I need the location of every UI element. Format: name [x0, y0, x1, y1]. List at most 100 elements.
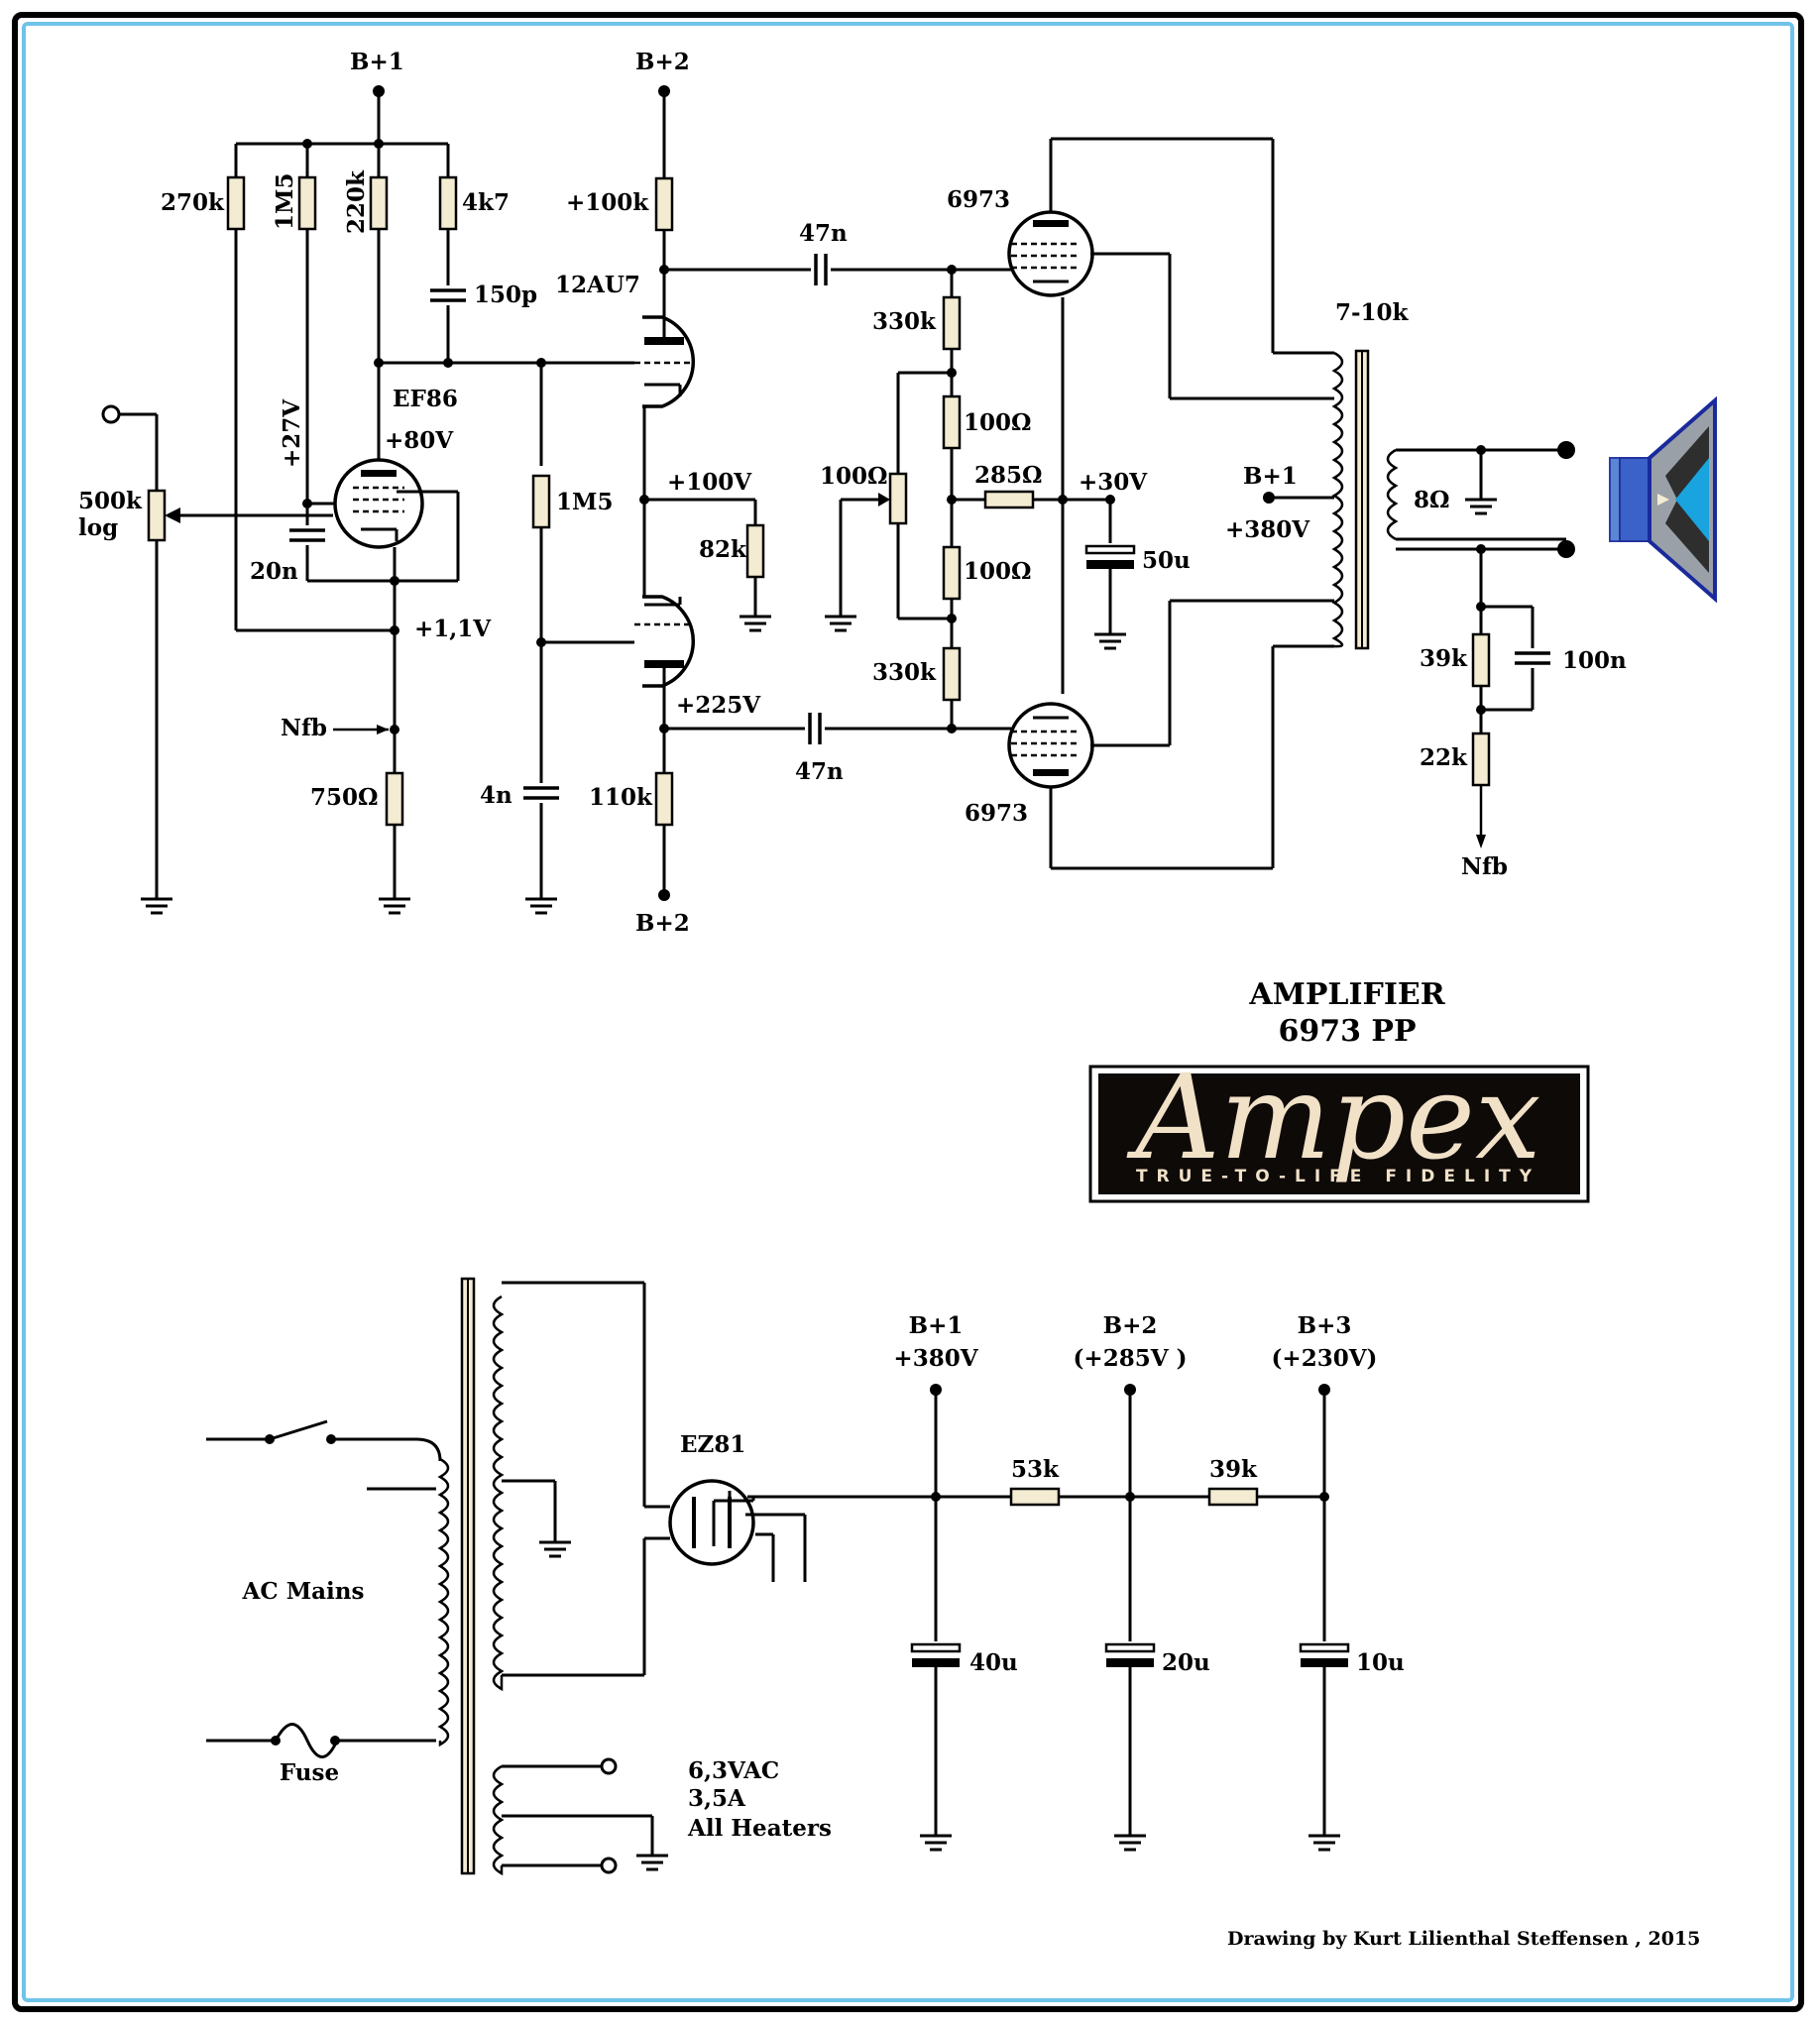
label-100-bottom: 100Ω	[964, 558, 1031, 585]
nfb-in-label: Nfb	[281, 715, 327, 741]
rail-label-b2-bottom: B+2	[635, 910, 690, 937]
ampex-logo: Ampex TRUE-TO-LIFE FIDELITY	[1088, 1049, 1590, 1203]
fuse-label: Fuse	[280, 1759, 339, 1786]
resistor-100-top	[942, 395, 962, 450]
resistor-39k-nfb	[1471, 632, 1491, 688]
rail-label-b2-top: B+2	[635, 49, 690, 75]
pot-label-value: 500k	[78, 488, 143, 514]
inner-frame	[22, 22, 1794, 2002]
resistor-750	[385, 771, 404, 827]
label-39k-nfb: 39k	[1420, 645, 1468, 672]
voltage-225: +225V	[676, 692, 761, 719]
resistor-220k	[369, 175, 389, 231]
tube-6973-top	[1007, 210, 1094, 297]
resistor-100-bottom	[942, 545, 962, 601]
tube-label-ez81: EZ81	[680, 1431, 745, 1458]
label-47n-bottom: 47n	[795, 758, 844, 785]
label-100k: +100k	[566, 189, 649, 216]
resistor-330k-bottom	[942, 646, 962, 702]
power-supply-labels: AC Mains Fuse EZ81 6,3VAC 3,5A All Heate…	[242, 1312, 1701, 1950]
ground-symbol	[377, 885, 412, 915]
rail-name-b1: B+1	[909, 1312, 964, 1339]
mains-label: AC Mains	[242, 1578, 365, 1605]
tube-label-6973-bottom: 6973	[965, 800, 1028, 827]
logo-wordmark: Ampex	[1126, 1049, 1540, 1185]
tube-label-ef86: EF86	[393, 386, 458, 412]
label-150p: 150p	[474, 282, 537, 308]
capacitor-20n	[287, 528, 327, 542]
label-285: 285Ω	[974, 462, 1042, 489]
speaker-icon	[1609, 395, 1717, 604]
resistor-285	[983, 490, 1035, 509]
rail-name-b3: B+3	[1298, 1312, 1352, 1339]
heater-voltage: 6,3VAC	[688, 1757, 779, 1784]
balance-pot-100	[823, 371, 952, 632]
capacitor-47n-bottom	[808, 711, 822, 746]
rail-label-b1-top: B+1	[350, 49, 404, 75]
amplifier-labels: B+1 B+2 B+2 270k 1M5 220k 4k7 150p EF86 …	[78, 49, 1627, 937]
capacitor-20u	[1104, 1642, 1156, 1669]
outer-frame	[12, 12, 1804, 2012]
label-82k: 82k	[699, 536, 747, 563]
output-transformer	[1263, 349, 1399, 650]
title-line-1: AMPLIFIER	[1248, 977, 1445, 1012]
capacitor-150p	[428, 288, 468, 302]
label-20u: 20u	[1162, 1649, 1210, 1676]
label-20n: 20n	[250, 558, 298, 585]
resistor-22k-nfb	[1471, 732, 1491, 787]
resistor-1m5-screen	[297, 175, 317, 231]
label-22k-nfb: 22k	[1420, 744, 1468, 771]
label-1m5-screen: 1M5	[272, 173, 298, 230]
tube-12au7-upper	[634, 315, 695, 408]
label-10u: 10u	[1356, 1649, 1405, 1676]
ot-voltage-label: +380V	[1225, 516, 1310, 543]
label-47n-top: 47n	[799, 220, 848, 247]
pot-label-taper: log	[78, 514, 118, 541]
label-1m5-grid: 1M5	[556, 489, 613, 515]
mains-transformer	[437, 1277, 505, 1876]
voltage-27: +27V	[279, 398, 305, 468]
label-100n: 100n	[1562, 647, 1627, 674]
label-220k: 220k	[343, 169, 370, 234]
resistor-110k	[654, 771, 674, 827]
amplifier-section	[101, 85, 1717, 915]
capacitor-4n	[521, 786, 561, 800]
resistor-270k	[226, 175, 246, 231]
resistor-39k-supply	[1207, 1487, 1259, 1507]
label-110k: 110k	[589, 784, 653, 811]
tube-label-6973-top: 6973	[947, 186, 1010, 213]
capacitor-50u	[1084, 544, 1136, 571]
heater-current: 3,5A	[688, 1785, 746, 1812]
capacitor-47n-top	[814, 252, 828, 287]
resistor-330k-top	[942, 295, 962, 351]
tube-12au7-lower	[634, 595, 695, 688]
capacitor-10u	[1299, 1642, 1350, 1669]
capacitor-100n	[1513, 651, 1552, 665]
label-270k: 270k	[161, 189, 225, 216]
label-40u: 40u	[969, 1649, 1018, 1676]
tube-6973-bottom	[1007, 702, 1094, 789]
resistor-82k	[745, 523, 765, 579]
resistor-53k	[1009, 1487, 1061, 1507]
voltage-30: +30V	[1079, 469, 1148, 496]
title-line-2: 6973 PP	[1278, 1014, 1416, 1049]
label-speaker-impedance: 8Ω	[1414, 487, 1449, 513]
label-4n: 4n	[480, 782, 512, 809]
label-4k7: 4k7	[462, 189, 510, 216]
ot-b1-label: B+1	[1243, 463, 1298, 490]
nfb-out-label: Nfb	[1461, 853, 1508, 880]
drawing-credit: Drawing by Kurt Lilienthal Steffensen , …	[1227, 1928, 1700, 1950]
power-supply-section	[206, 1277, 1350, 1876]
tube-label-12au7: 12AU7	[555, 272, 640, 298]
voltage-80: +80V	[385, 427, 454, 454]
label-100-pot: 100Ω	[820, 463, 887, 490]
label-53k: 53k	[1011, 1456, 1060, 1483]
input-pot-500k	[101, 404, 333, 915]
voltage-1-1: +1,1V	[414, 616, 492, 642]
b1-rail	[234, 85, 450, 178]
heater-label: All Heaters	[687, 1815, 832, 1842]
rail-voltage-b3: (+230V)	[1272, 1345, 1378, 1372]
tube-ez81	[668, 1479, 755, 1566]
rail-voltage-b1: +380V	[893, 1345, 978, 1372]
